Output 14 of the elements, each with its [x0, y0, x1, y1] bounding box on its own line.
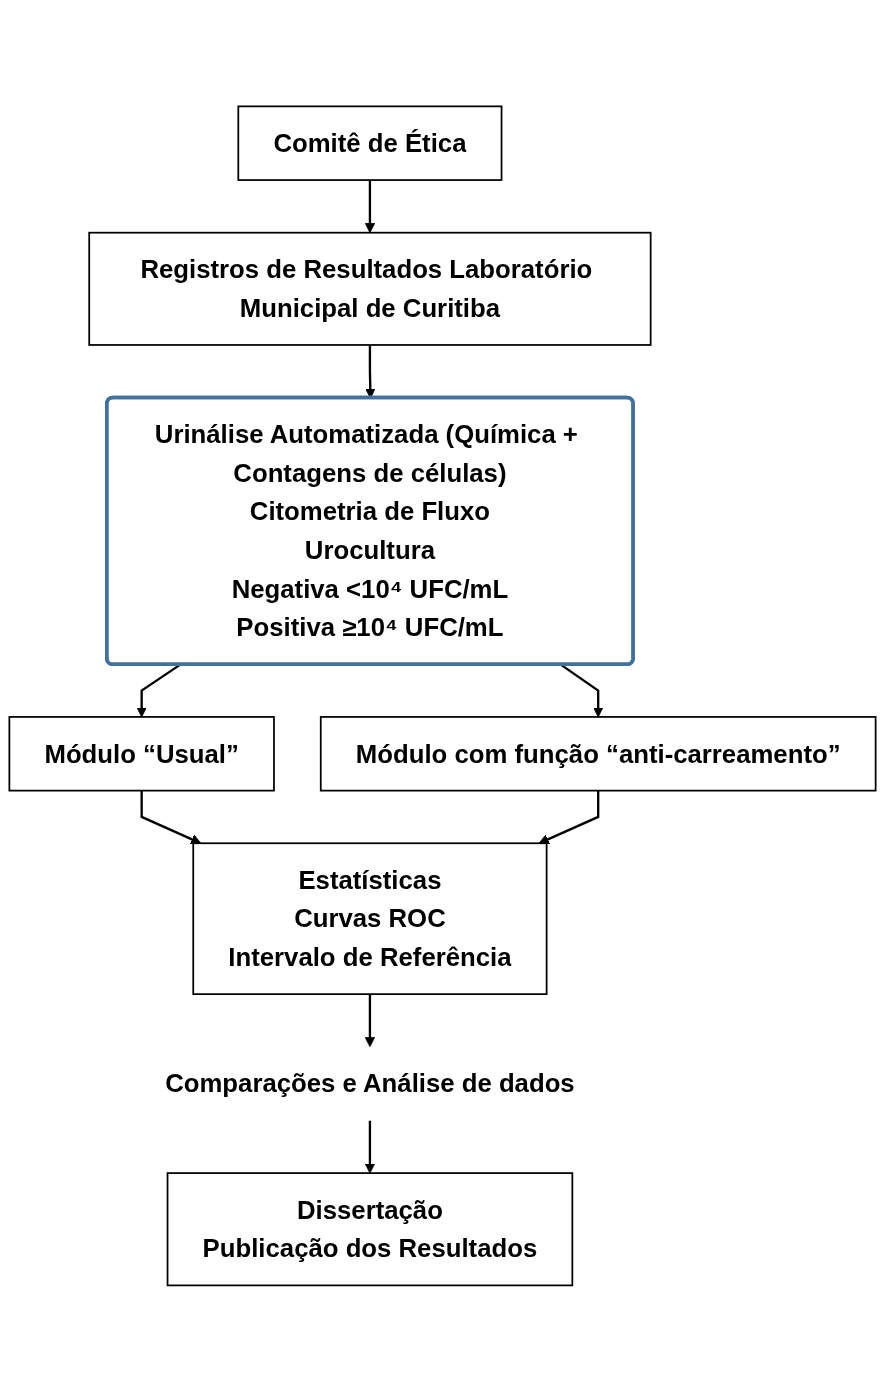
node-box: Registros de Resultados Laboratório Municipal de Curitiba	[88, 231, 652, 346]
arrow	[364, 179, 376, 233]
node-box: Comitê de Ética	[237, 105, 503, 181]
arrow	[364, 1120, 376, 1174]
arrow	[538, 790, 600, 844]
node-box: Módulo com função “anti-carreamento”	[319, 715, 877, 792]
node-box: Módulo “Usual”	[8, 715, 275, 792]
arrow	[560, 663, 604, 717]
arrow	[140, 790, 202, 844]
arrow	[364, 993, 376, 1047]
node-text: Comparações e Análise de dados	[165, 1068, 575, 1098]
arrow	[136, 663, 181, 717]
node-box: Estatísticas Curvas ROC Intervalo de Referência	[192, 842, 548, 995]
node-box: Dissertação Publicação dos Resultados	[166, 1171, 574, 1286]
